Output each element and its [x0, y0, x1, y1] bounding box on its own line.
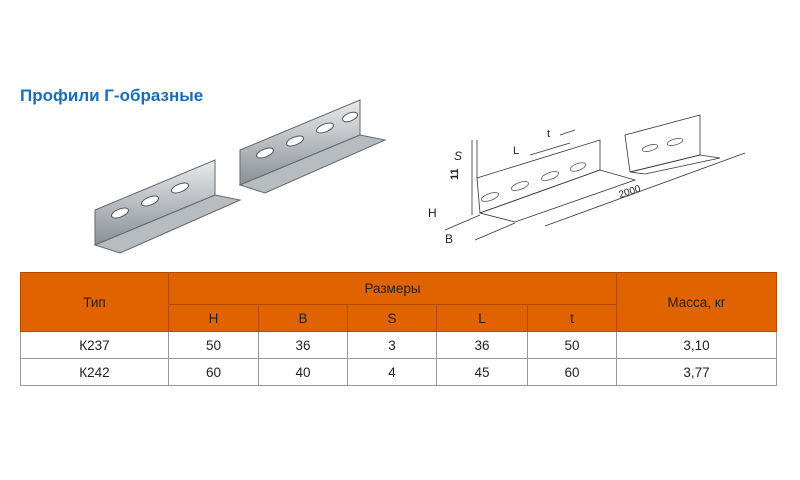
cell-B: 40 [258, 358, 348, 386]
page-title: Профили Г-образные [20, 86, 204, 105]
specs-table: Тип Размеры Масса, кг H B S L t К237 50 … [20, 272, 777, 386]
profile-piece-front [93, 159, 242, 254]
header-S: S [347, 304, 437, 332]
cell-mass: 3,77 [616, 358, 777, 386]
cell-H: 50 [168, 331, 259, 359]
table-row: К242 60 40 4 45 60 3,77 [20, 358, 777, 386]
dimension-drawing: S L t 11 H B 2000 [428, 114, 746, 246]
cell-B: 36 [258, 331, 348, 359]
header-mass: Масса, кг [616, 272, 777, 332]
cell-mass: 3,10 [616, 331, 777, 359]
profile-photo [93, 99, 387, 254]
cell-L: 36 [436, 331, 528, 359]
header-H: H [168, 304, 259, 332]
header-B: B [258, 304, 348, 332]
label-S: S [454, 149, 462, 163]
cell-type: К237 [20, 331, 169, 359]
profile-piece-back [238, 99, 387, 194]
cell-S: 4 [347, 358, 437, 386]
label-length: 2000 [618, 183, 643, 200]
header-L: L [436, 304, 528, 332]
label-L: L [513, 145, 519, 157]
label-H: H [428, 206, 437, 220]
header-dimensions: Размеры [168, 272, 617, 305]
cell-t: 60 [527, 358, 617, 386]
cell-H: 60 [168, 358, 259, 386]
table-row: К237 50 36 3 36 50 3,10 [20, 331, 777, 359]
label-t: t [547, 128, 550, 140]
cell-S: 3 [347, 331, 437, 359]
header-t: t [527, 304, 617, 332]
cell-t: 50 [527, 331, 617, 359]
cell-type: К242 [20, 358, 169, 386]
label-B: B [445, 232, 453, 246]
cell-L: 45 [436, 358, 528, 386]
header-type: Тип [20, 272, 169, 332]
label-11: 11 [449, 168, 461, 180]
